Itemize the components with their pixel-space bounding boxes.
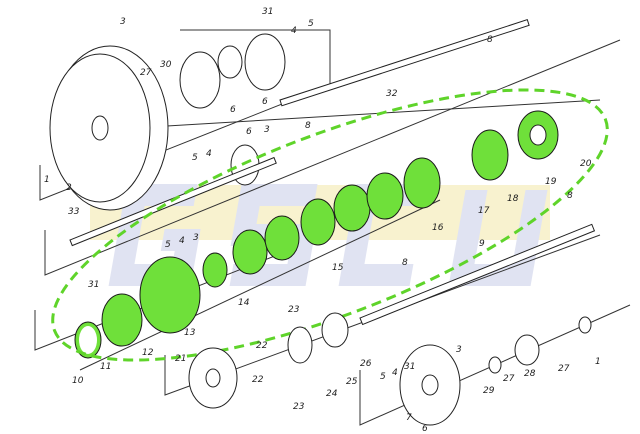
pulley-wheel [49,45,169,211]
part-label: 22 [256,341,268,351]
part-label: 10 [72,376,84,386]
part-label: 23 [293,402,305,412]
part-label: 4 [291,26,297,36]
part-label: 19 [545,177,557,187]
part-label: 6 [262,97,268,107]
part-label: 3 [264,125,270,135]
part-label: 27 [503,374,515,384]
part-label: 4 [392,368,398,378]
part-label: 18 [507,194,519,204]
assembly-frames [34,29,631,426]
part-label: 9 [479,239,485,249]
part-label: 6 [246,127,252,137]
part-label: 17 [478,206,490,216]
part-label: 16 [432,223,444,233]
part-label: 33 [68,207,80,217]
part-label: 6 [230,105,236,115]
part-label: 31 [88,280,99,290]
part-label: 2 [66,183,72,193]
part-label: 29 [483,386,495,396]
part-label: 6 [422,424,428,434]
part-label: 8 [567,191,573,201]
lower-parts [188,223,596,426]
part-label: 7 [406,413,412,423]
part-label: 24 [326,389,338,399]
part-label: 5 [192,153,198,163]
part-label: 21 [175,354,186,364]
part-label: 4 [179,236,185,246]
part-label: 23 [288,305,300,315]
part-label: 28 [524,369,536,379]
part-label: 20 [580,159,592,169]
part-label: 5 [308,19,314,29]
part-label: 22 [252,375,264,385]
part-label: 15 [332,263,344,273]
part-label: 1 [44,175,50,185]
part-label: 32 [386,89,398,99]
part-label: 14 [238,298,250,308]
part-label: 26 [360,359,372,369]
part-label: 5 [380,372,386,382]
part-label: 8 [402,258,408,268]
highlight-outline [51,88,609,362]
part-label: 11 [100,362,111,372]
part-label: 8 [487,35,493,45]
part-label: 4 [206,149,212,159]
part-label: 8 [305,121,311,131]
part-label: 3 [456,345,462,355]
part-label: 5 [165,240,171,250]
part-label: 3 [193,233,199,243]
part-label: 27 [558,364,570,374]
part-label: 30 [160,60,172,70]
part-label: 31 [262,7,273,17]
part-labels: 1 2 3 27 30 31 4 5 6 6 8 32 33 5 4 3 8 6… [44,7,601,434]
part-label: 12 [142,348,154,358]
part-label: 27 [140,68,152,78]
part-label: 25 [346,377,358,387]
part-label: 1 [595,357,601,367]
part-label: 13 [184,328,196,338]
part-label: 31 [404,362,415,372]
part-label: 3 [120,17,126,27]
highlighted-parts [51,88,609,362]
